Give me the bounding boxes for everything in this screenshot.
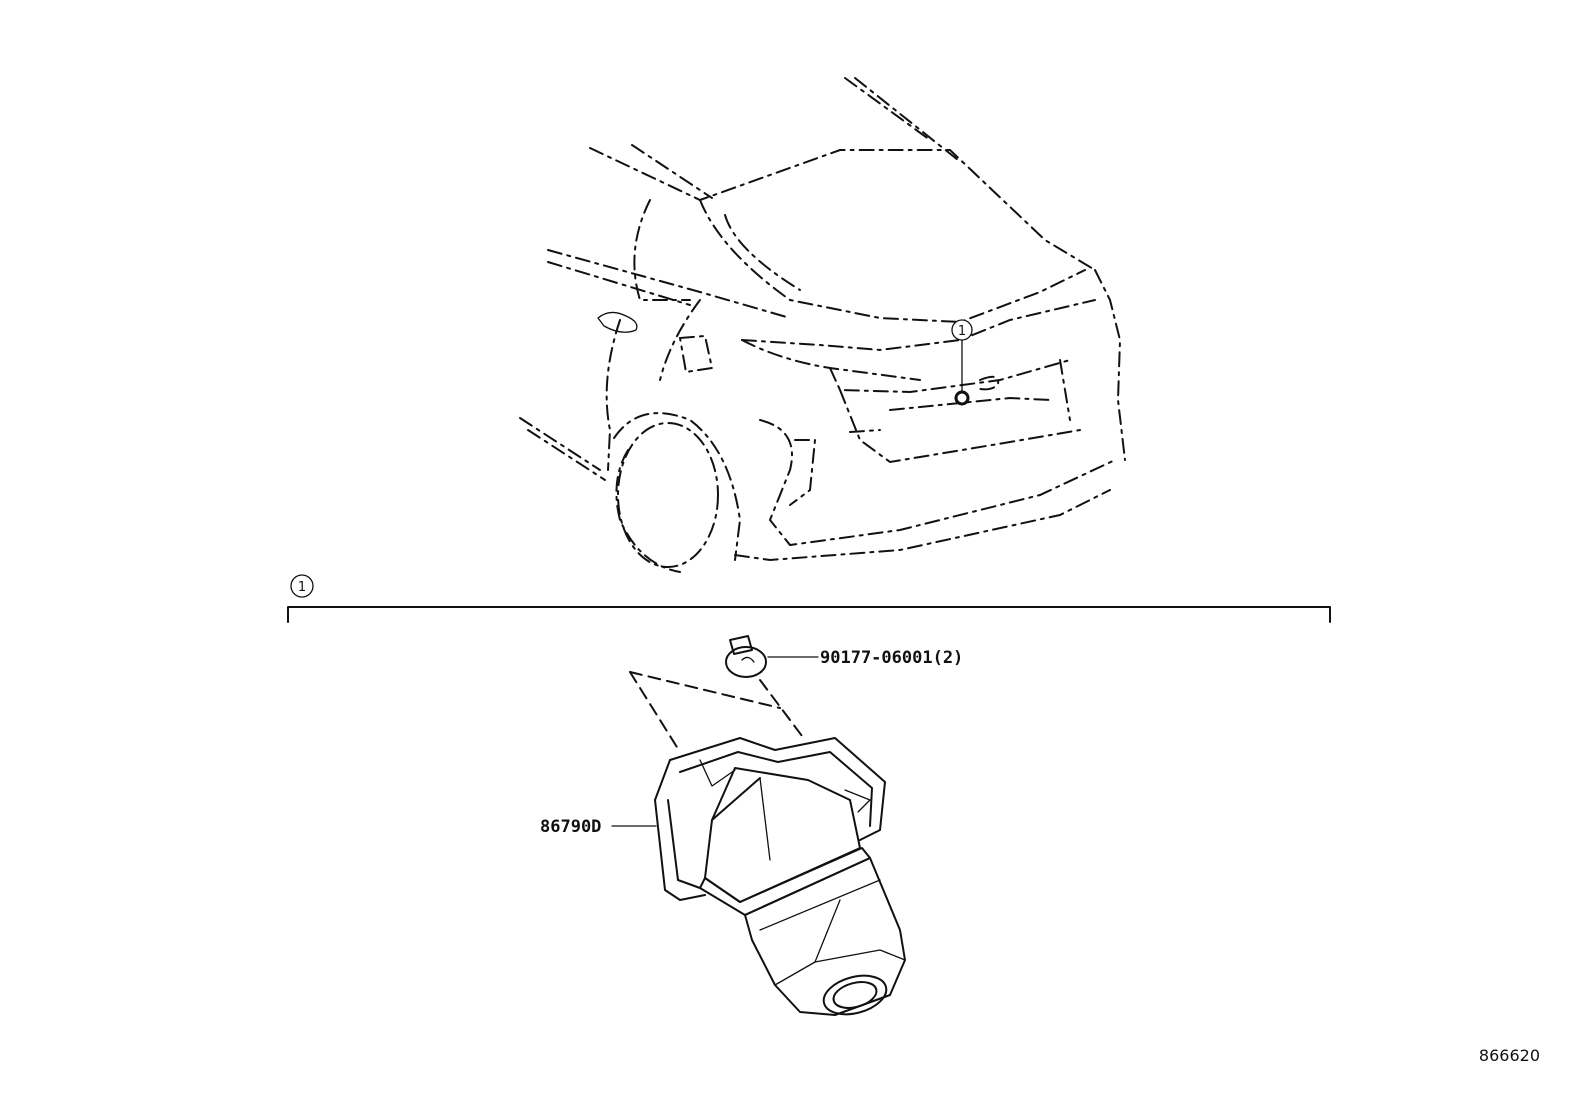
clip-part: 90177-06001(2) [725, 635, 963, 678]
diagram-reference-number: 866620 [1478, 1046, 1540, 1065]
vehicle-rear-illustration [519, 77, 1126, 573]
vehicle-callout: 1 [951, 319, 973, 341]
camera-location-marker [954, 390, 970, 406]
assembly-group-bracket: 1 [287, 574, 1331, 623]
group-callout-number: 1 [298, 580, 306, 595]
rear-camera-part: 86790D [540, 737, 906, 1016]
camera-part-number-label: 86790D [540, 817, 601, 837]
assembly-phantom-lines [629, 671, 806, 753]
vehicle-callout-number: 1 [958, 324, 966, 339]
clip-part-number-label: 90177-06001(2) [820, 648, 963, 668]
